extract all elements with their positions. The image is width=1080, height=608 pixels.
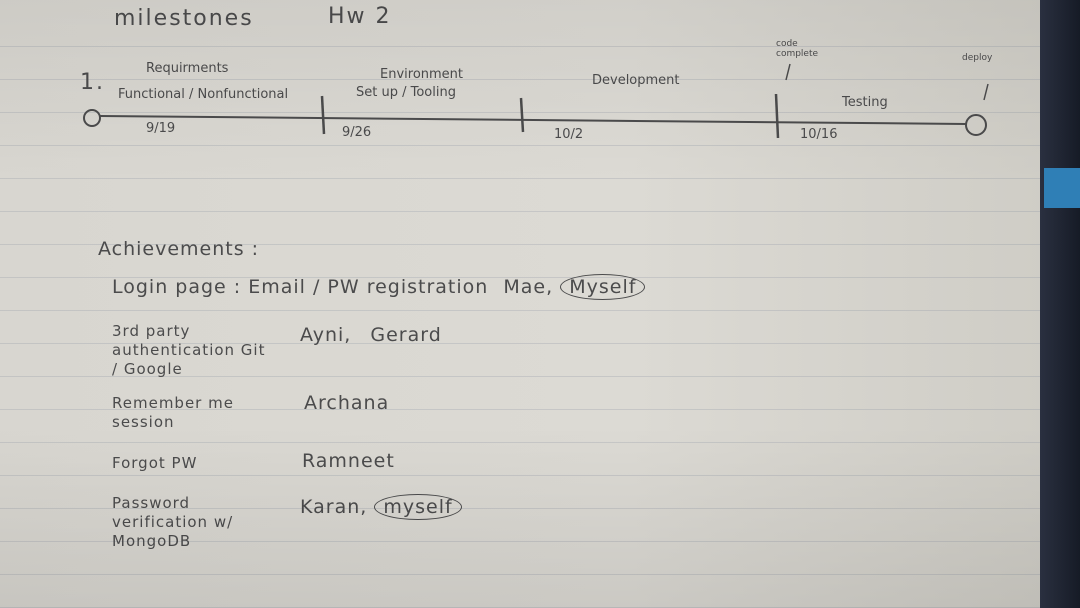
timeline-tick-3 <box>774 93 780 139</box>
achievement-owner: Archana <box>304 392 390 414</box>
deploy-note: deploy <box>962 53 993 63</box>
achievement-owner: Mae <box>503 276 547 298</box>
achievements-heading: Achievements : <box>98 238 260 260</box>
timeline-tick-2 <box>519 97 525 133</box>
achievement-owners-third-party: Ayni, Gerard <box>300 324 442 346</box>
monitor-glimpse <box>1044 168 1080 208</box>
phase-detail-requirements: Functional / Nonfunctional <box>118 87 289 102</box>
timeline-start-circle <box>83 109 101 127</box>
achievement-owners-password: Karan, myself <box>300 494 462 520</box>
timeline-axis <box>99 115 967 125</box>
code-complete-arrow <box>785 63 791 81</box>
timeline-end-circle <box>965 114 987 136</box>
achievement-owner-circled: myself <box>374 494 462 520</box>
date-3: 10/2 <box>554 127 584 142</box>
achievement-owner: Ayni <box>300 324 345 346</box>
achievement-owner: Ramneet <box>302 450 395 472</box>
code-complete-note: code complete <box>776 39 819 59</box>
phase-label-requirements: Requirments <box>146 61 229 76</box>
achievement-owner: Karan <box>300 496 361 518</box>
achievement-item-third-party: 3rd party authentication Git / Google <box>112 322 266 378</box>
achievement-owner-circled: Myself <box>560 274 646 300</box>
achievement-owner: Gerard <box>370 324 442 346</box>
page-subtitle: Hw 2 <box>328 4 392 29</box>
achievement-item-login: Login page : Email / PW registration Mae… <box>112 274 646 300</box>
date-4: 10/16 <box>800 127 838 142</box>
timeline-number: 1. <box>80 70 105 95</box>
deploy-arrow <box>983 83 989 101</box>
timeline-tick-1 <box>320 95 326 135</box>
phase-label-environment: Environment <box>380 67 464 82</box>
phase-label-testing: Testing <box>842 95 888 110</box>
phase-label-development: Development <box>592 73 680 88</box>
phase-detail-environment: Set up / Tooling <box>356 85 456 100</box>
achievement-item-remember-me: Remember me session <box>112 394 234 431</box>
notebook-page: milestones Hw 2 1. Requirments Functiona… <box>0 0 1046 608</box>
achievement-task: Login page : Email / PW registration <box>112 276 489 298</box>
achievement-item-forgot-pw: Forgot PW <box>112 454 198 472</box>
page-title: milestones <box>114 6 254 31</box>
desk-background <box>1040 0 1080 608</box>
date-1: 9/19 <box>146 121 176 136</box>
achievement-item-password-verification: Password verification w/ MongoDB <box>112 494 234 550</box>
date-2: 9/26 <box>342 125 372 140</box>
